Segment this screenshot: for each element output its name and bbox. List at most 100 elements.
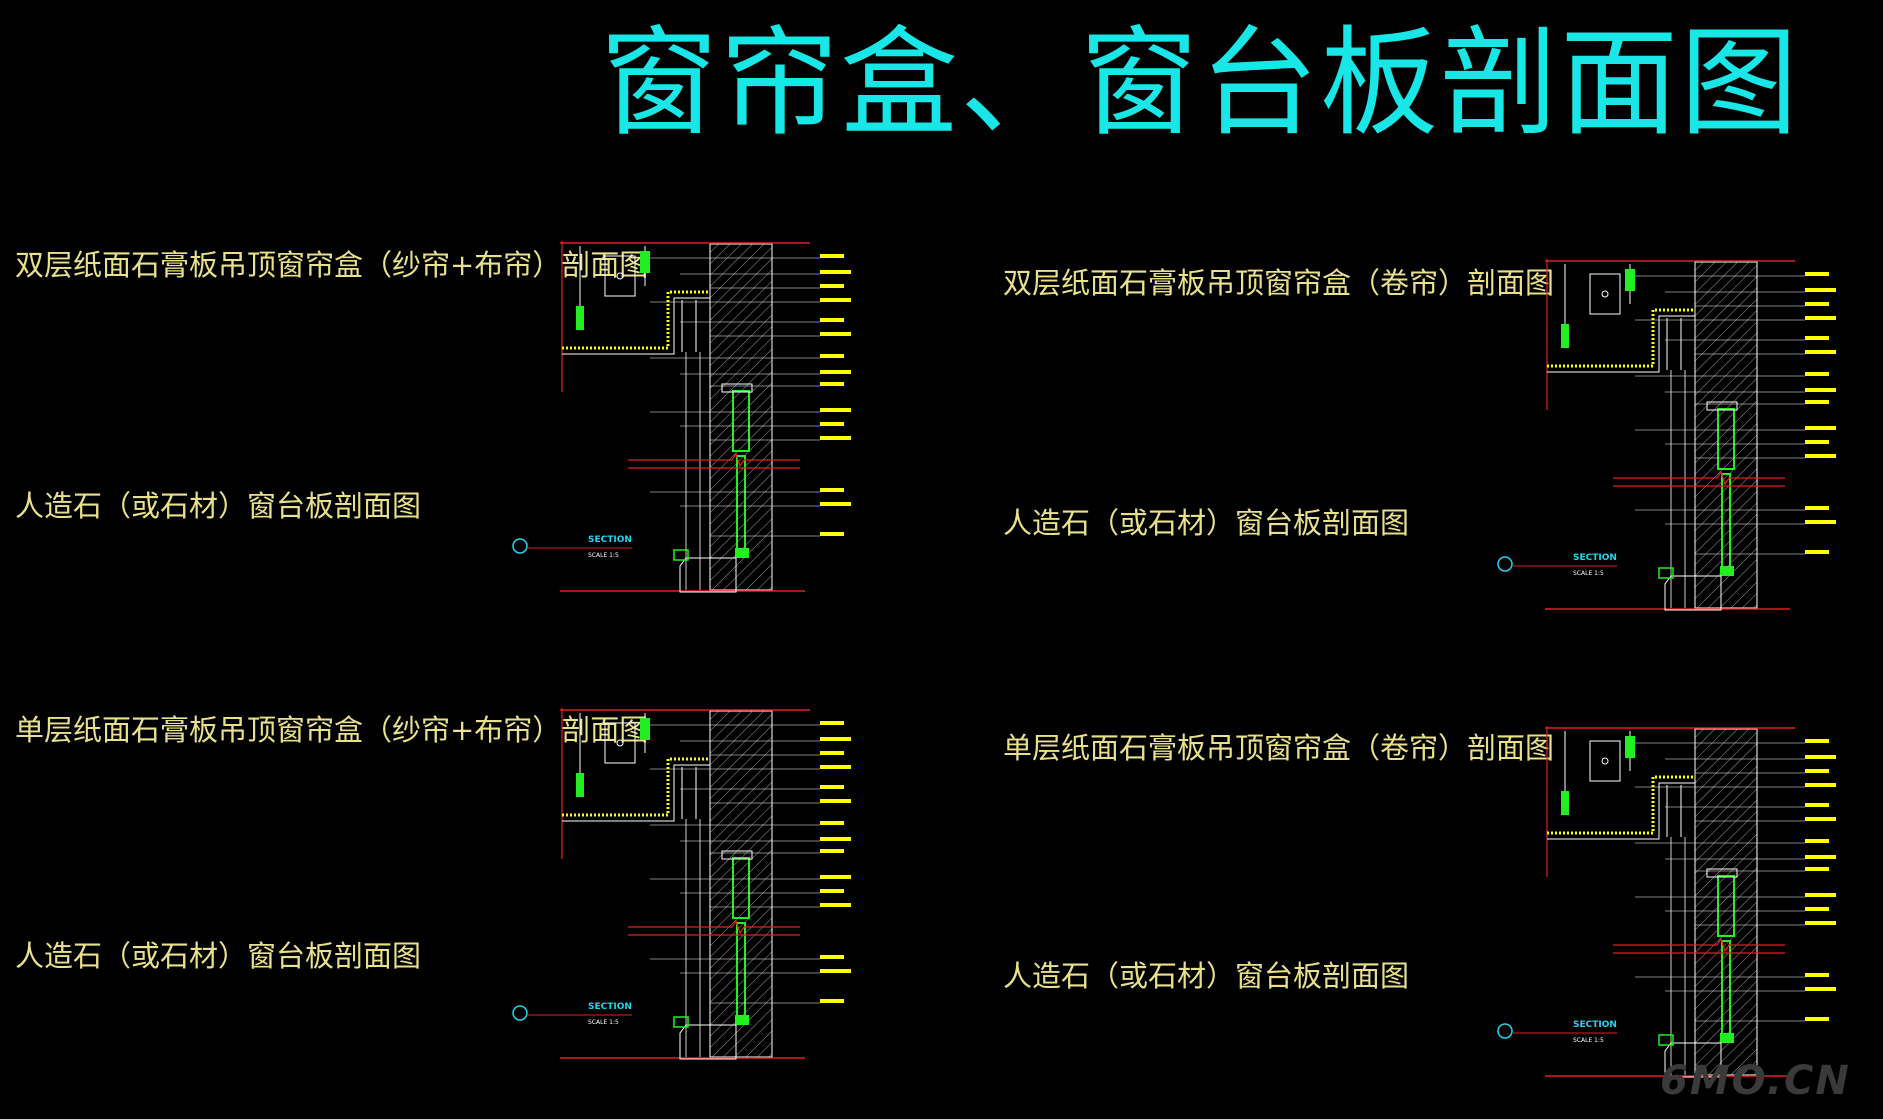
- annotation-mark: [1805, 973, 1829, 977]
- annotation-mark: [1805, 907, 1829, 911]
- section-tag: SECTION: [588, 1002, 632, 1012]
- annotation-mark: [820, 903, 851, 907]
- annotation-mark: [820, 284, 844, 288]
- window-frame: [1717, 875, 1735, 937]
- section-tag-circle: [512, 538, 528, 554]
- gypsum-board: [562, 757, 710, 817]
- annotation-mark: [820, 354, 844, 358]
- hanger-clip: [640, 251, 650, 273]
- annotation-mark: [820, 837, 851, 841]
- break-line: [1613, 937, 1785, 953]
- mount-plate: [604, 255, 636, 297]
- annotation-mark: [1805, 817, 1836, 821]
- detail-3-top-label: 单层纸面石膏板吊顶窗帘盒（纱帘+布帘）剖面图: [15, 713, 649, 747]
- annotation-mark: [820, 332, 851, 336]
- annotation-mark: [820, 889, 844, 893]
- section-tag-circle: [1497, 1023, 1513, 1039]
- lintel: [721, 383, 753, 393]
- annotation-mark: [1805, 867, 1829, 871]
- section-tag: SECTION: [1573, 1020, 1617, 1030]
- mount-plate: [1589, 273, 1621, 315]
- lintel: [721, 850, 753, 860]
- section-tag-circle: [512, 1005, 528, 1021]
- bolt: [616, 739, 624, 747]
- annotation-mark: [820, 270, 851, 274]
- page-title: 窗帘盒、窗台板剖面图: [600, 14, 1801, 152]
- window-sill-frame: [1720, 566, 1734, 576]
- annotation-mark: [1805, 1017, 1829, 1021]
- annotation-mark: [820, 502, 851, 506]
- annotation-mark: [820, 751, 844, 755]
- detail-3-bottom-label: 人造石（或石材）窗台板剖面图: [15, 939, 422, 973]
- hanger-clip: [1625, 736, 1635, 758]
- detail-1-bottom-label: 人造石（或石材）窗台板剖面图: [15, 489, 422, 523]
- annotation-mark: [820, 298, 851, 302]
- break-line: [1613, 470, 1785, 486]
- annotation-mark: [1805, 520, 1836, 524]
- gypsum-board: [1547, 308, 1695, 368]
- window-frame: [1717, 408, 1735, 470]
- annotation-mark: [1805, 350, 1836, 354]
- break-line: [628, 919, 800, 935]
- hanger-clip: [640, 718, 650, 740]
- annotation-mark: [820, 765, 851, 769]
- annotation-mark: [820, 785, 844, 789]
- annotation-mark: [1805, 855, 1836, 859]
- section-detail-1: SECTION SCALE 1:5: [512, 241, 851, 593]
- window-sill-frame: [735, 1015, 749, 1025]
- annotation-mark: [820, 821, 844, 825]
- mount-plate: [1589, 740, 1621, 782]
- annotation-mark: [820, 799, 851, 803]
- annotation-mark: [820, 422, 844, 426]
- wall-section: [1694, 261, 1758, 609]
- section-tag: SECTION: [588, 535, 632, 545]
- wall-section: [1694, 728, 1758, 1076]
- annotation-mark: [820, 370, 851, 374]
- annotation-mark: [1805, 803, 1829, 807]
- detail-4-top-label: 单层纸面石膏板吊顶窗帘盒（卷帘）剖面图: [1003, 731, 1555, 765]
- scale-tag: SCALE 1:5: [588, 552, 619, 559]
- gypsum-board-edge: [1547, 315, 1695, 373]
- scale-tag: SCALE 1:5: [1573, 570, 1604, 577]
- stone-sill: [1664, 1042, 1722, 1078]
- section-detail-4: SECTION SCALE 1:5: [1497, 726, 1836, 1078]
- scale-tag: SCALE 1:5: [1573, 1037, 1604, 1044]
- hanger-clip: [576, 773, 584, 797]
- annotation-mark: [1805, 440, 1829, 444]
- annotation-mark: [1805, 336, 1829, 340]
- gypsum-board-edge: [562, 764, 710, 822]
- sill-bracket: [1658, 1034, 1674, 1046]
- scale-tag: SCALE 1:5: [588, 1019, 619, 1026]
- annotation-mark: [1805, 302, 1829, 306]
- hanger-clip: [1561, 324, 1569, 348]
- annotation-mark: [1805, 550, 1829, 554]
- window-frame: [732, 390, 750, 452]
- annotation-mark: [1805, 739, 1829, 743]
- annotation-mark: [820, 408, 851, 412]
- section-detail-3: SECTION SCALE 1:5: [512, 708, 851, 1060]
- stone-sill: [679, 1024, 737, 1060]
- window-sill-frame: [1720, 1033, 1734, 1043]
- annotation-mark: [1805, 783, 1836, 787]
- annotation-mark: [820, 318, 844, 322]
- annotation-mark: [820, 532, 844, 536]
- watermark: 6MO.CN: [1660, 1058, 1851, 1104]
- annotation-mark: [1805, 755, 1836, 759]
- annotation-mark: [820, 488, 844, 492]
- gypsum-board-edge: [562, 297, 710, 355]
- sill-bracket: [673, 1016, 689, 1028]
- wall-section: [709, 710, 773, 1058]
- break-line: [628, 452, 800, 468]
- annotation-mark: [1805, 272, 1829, 276]
- annotation-mark: [1805, 769, 1829, 773]
- hanger-clip: [1561, 791, 1569, 815]
- annotation-mark: [1805, 454, 1836, 458]
- annotation-mark: [820, 875, 851, 879]
- annotation-mark: [820, 436, 851, 440]
- annotation-mark: [1805, 400, 1829, 404]
- annotation-mark: [820, 969, 851, 973]
- annotation-mark: [1805, 839, 1829, 843]
- annotation-mark: [1805, 426, 1836, 430]
- sill-bracket: [1658, 567, 1674, 579]
